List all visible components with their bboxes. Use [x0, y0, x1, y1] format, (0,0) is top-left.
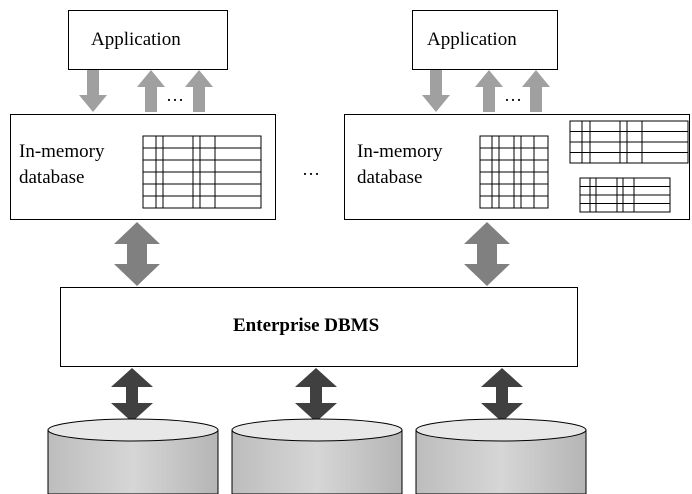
- ellipsis-between-databases: …: [302, 159, 320, 179]
- disk-cylinder: [231, 418, 403, 494]
- disk-cylinder: [47, 418, 219, 494]
- disk-cylinder: [415, 418, 587, 494]
- in-memory-label-line2: database: [19, 167, 85, 188]
- down-arrow: [422, 70, 450, 112]
- up-arrow: [137, 70, 165, 112]
- bidirectional-arrow: [295, 368, 337, 422]
- up-arrow: [522, 70, 550, 112]
- application-label: Application: [91, 29, 181, 50]
- table-grid-icon: [569, 120, 689, 164]
- table-grid-icon: [579, 177, 671, 213]
- table-grid-icon: [479, 135, 549, 209]
- application-box-left: Application: [68, 10, 228, 70]
- table-grid-icon: [142, 135, 262, 209]
- application-label: Application: [427, 29, 517, 50]
- up-arrow: [475, 70, 503, 112]
- in-memory-label-line1: In-memory: [357, 141, 443, 162]
- enterprise-dbms-label: Enterprise DBMS: [233, 315, 380, 336]
- bidirectional-arrow: [481, 368, 523, 422]
- ellipsis-left-app-arrows: …: [166, 85, 184, 105]
- down-arrow: [79, 70, 107, 112]
- bidirectional-arrow: [111, 368, 153, 422]
- in-memory-label-line2: database: [357, 167, 423, 188]
- enterprise-dbms-box: Enterprise DBMS: [60, 287, 578, 367]
- bidirectional-arrow: [114, 222, 160, 286]
- bidirectional-arrow: [464, 222, 510, 286]
- ellipsis-right-app-arrows: …: [504, 85, 522, 105]
- up-arrow: [185, 70, 213, 112]
- application-box-right: Application: [412, 10, 558, 70]
- in-memory-label-line1: In-memory: [19, 141, 105, 162]
- table-grids: [142, 120, 689, 213]
